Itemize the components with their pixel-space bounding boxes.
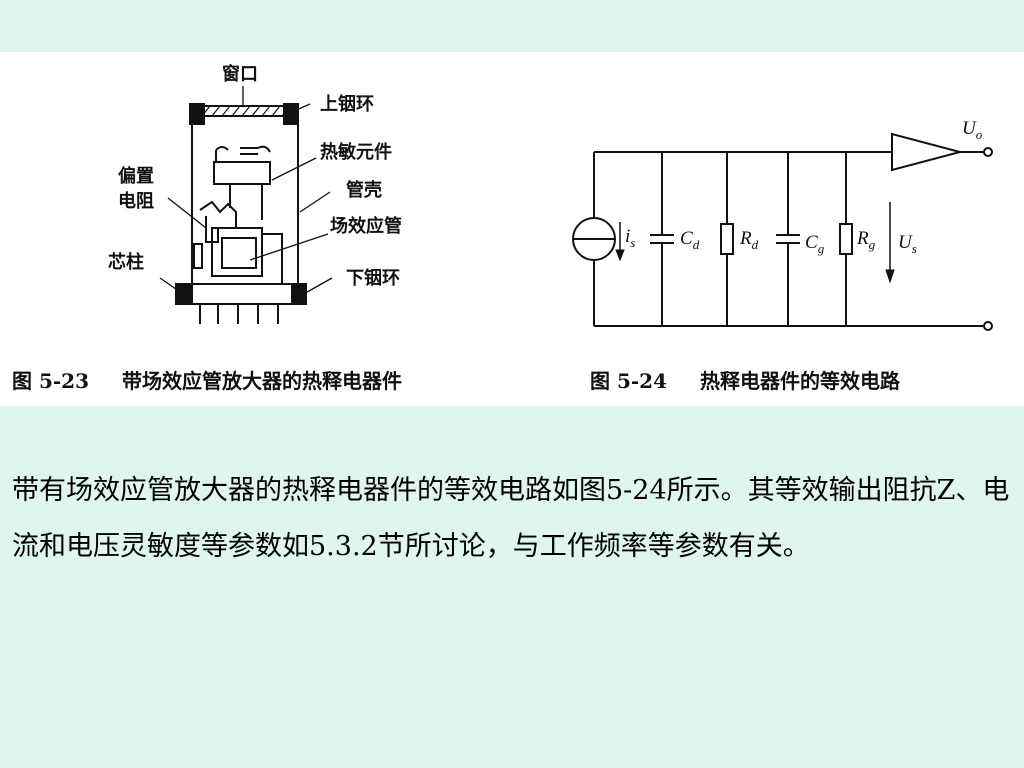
sym-rg: Rg [856,228,876,252]
capacitor-cd [650,234,674,244]
resistor-body [193,243,203,269]
fet-mount [211,227,263,277]
thermal-element-top [215,145,271,162]
lower-ring-right [291,283,305,305]
resistor-rd [720,223,734,255]
sym-is: is [625,226,635,250]
label-window: 窗口 [222,63,258,85]
fig-5-24-circuit [572,132,993,331]
output-terminal-top [983,147,993,157]
sym-cg: Cg [805,232,825,256]
sym-uo: Uo [962,118,983,142]
label-core-post: 芯柱 [108,251,144,273]
label-bias-resistor-2: 电阻 [118,190,154,212]
figure-panel: 窗口 上铟环 热敏元件 偏置 电阻 管壳 场效应管 芯柱 下铟环 图 5-23 … [0,52,1024,406]
label-bias-resistor-1: 偏置 [118,165,154,187]
label-thermal-element: 热敏元件 [320,141,392,163]
caption-5-24-number: 图 5-24 [590,369,667,393]
fig-5-23-device-drawing [159,86,333,324]
us-arrowhead [885,269,895,284]
sym-rd: Rd [739,228,759,252]
capacitor-cg [776,234,800,244]
header-base [175,283,307,305]
label-lower-ring: 下铟环 [346,267,400,289]
label-upper-ring: 上铟环 [320,93,374,115]
upper-ring-right [283,103,299,125]
caption-5-23-number: 图 5-23 [12,369,89,393]
resistor-rg [839,223,853,255]
figures-svg: 窗口 上铟环 热敏元件 偏置 电阻 管壳 场效应管 芯柱 下铟环 图 5-23 … [12,63,993,393]
shell-walls [191,124,299,300]
amplifier-icon [891,132,964,172]
is-arrowhead [615,249,625,262]
leads [199,304,279,324]
thermal-element [213,161,271,185]
sym-us: Us [898,232,917,256]
label-fet: 场效应管 [330,215,402,237]
fet-chip [221,237,257,269]
caption-5-23-text: 带场效应管放大器的热释电器件 [122,369,402,393]
upper-ring-left [189,103,205,125]
body-paragraph: 带有场效应管放大器的热释电器件的等效电路如图5-24所示。其等效输出阻抗Z、电流… [12,475,1010,562]
fet-lead [262,233,283,284]
bias-resistor [199,200,237,243]
output-terminal-bottom [983,321,993,331]
element-supports [229,184,263,220]
caption-5-24-text: 热释电器件的等效电路 [700,369,901,393]
sym-cd: Cd [680,228,700,252]
label-shell: 管壳 [346,179,382,201]
